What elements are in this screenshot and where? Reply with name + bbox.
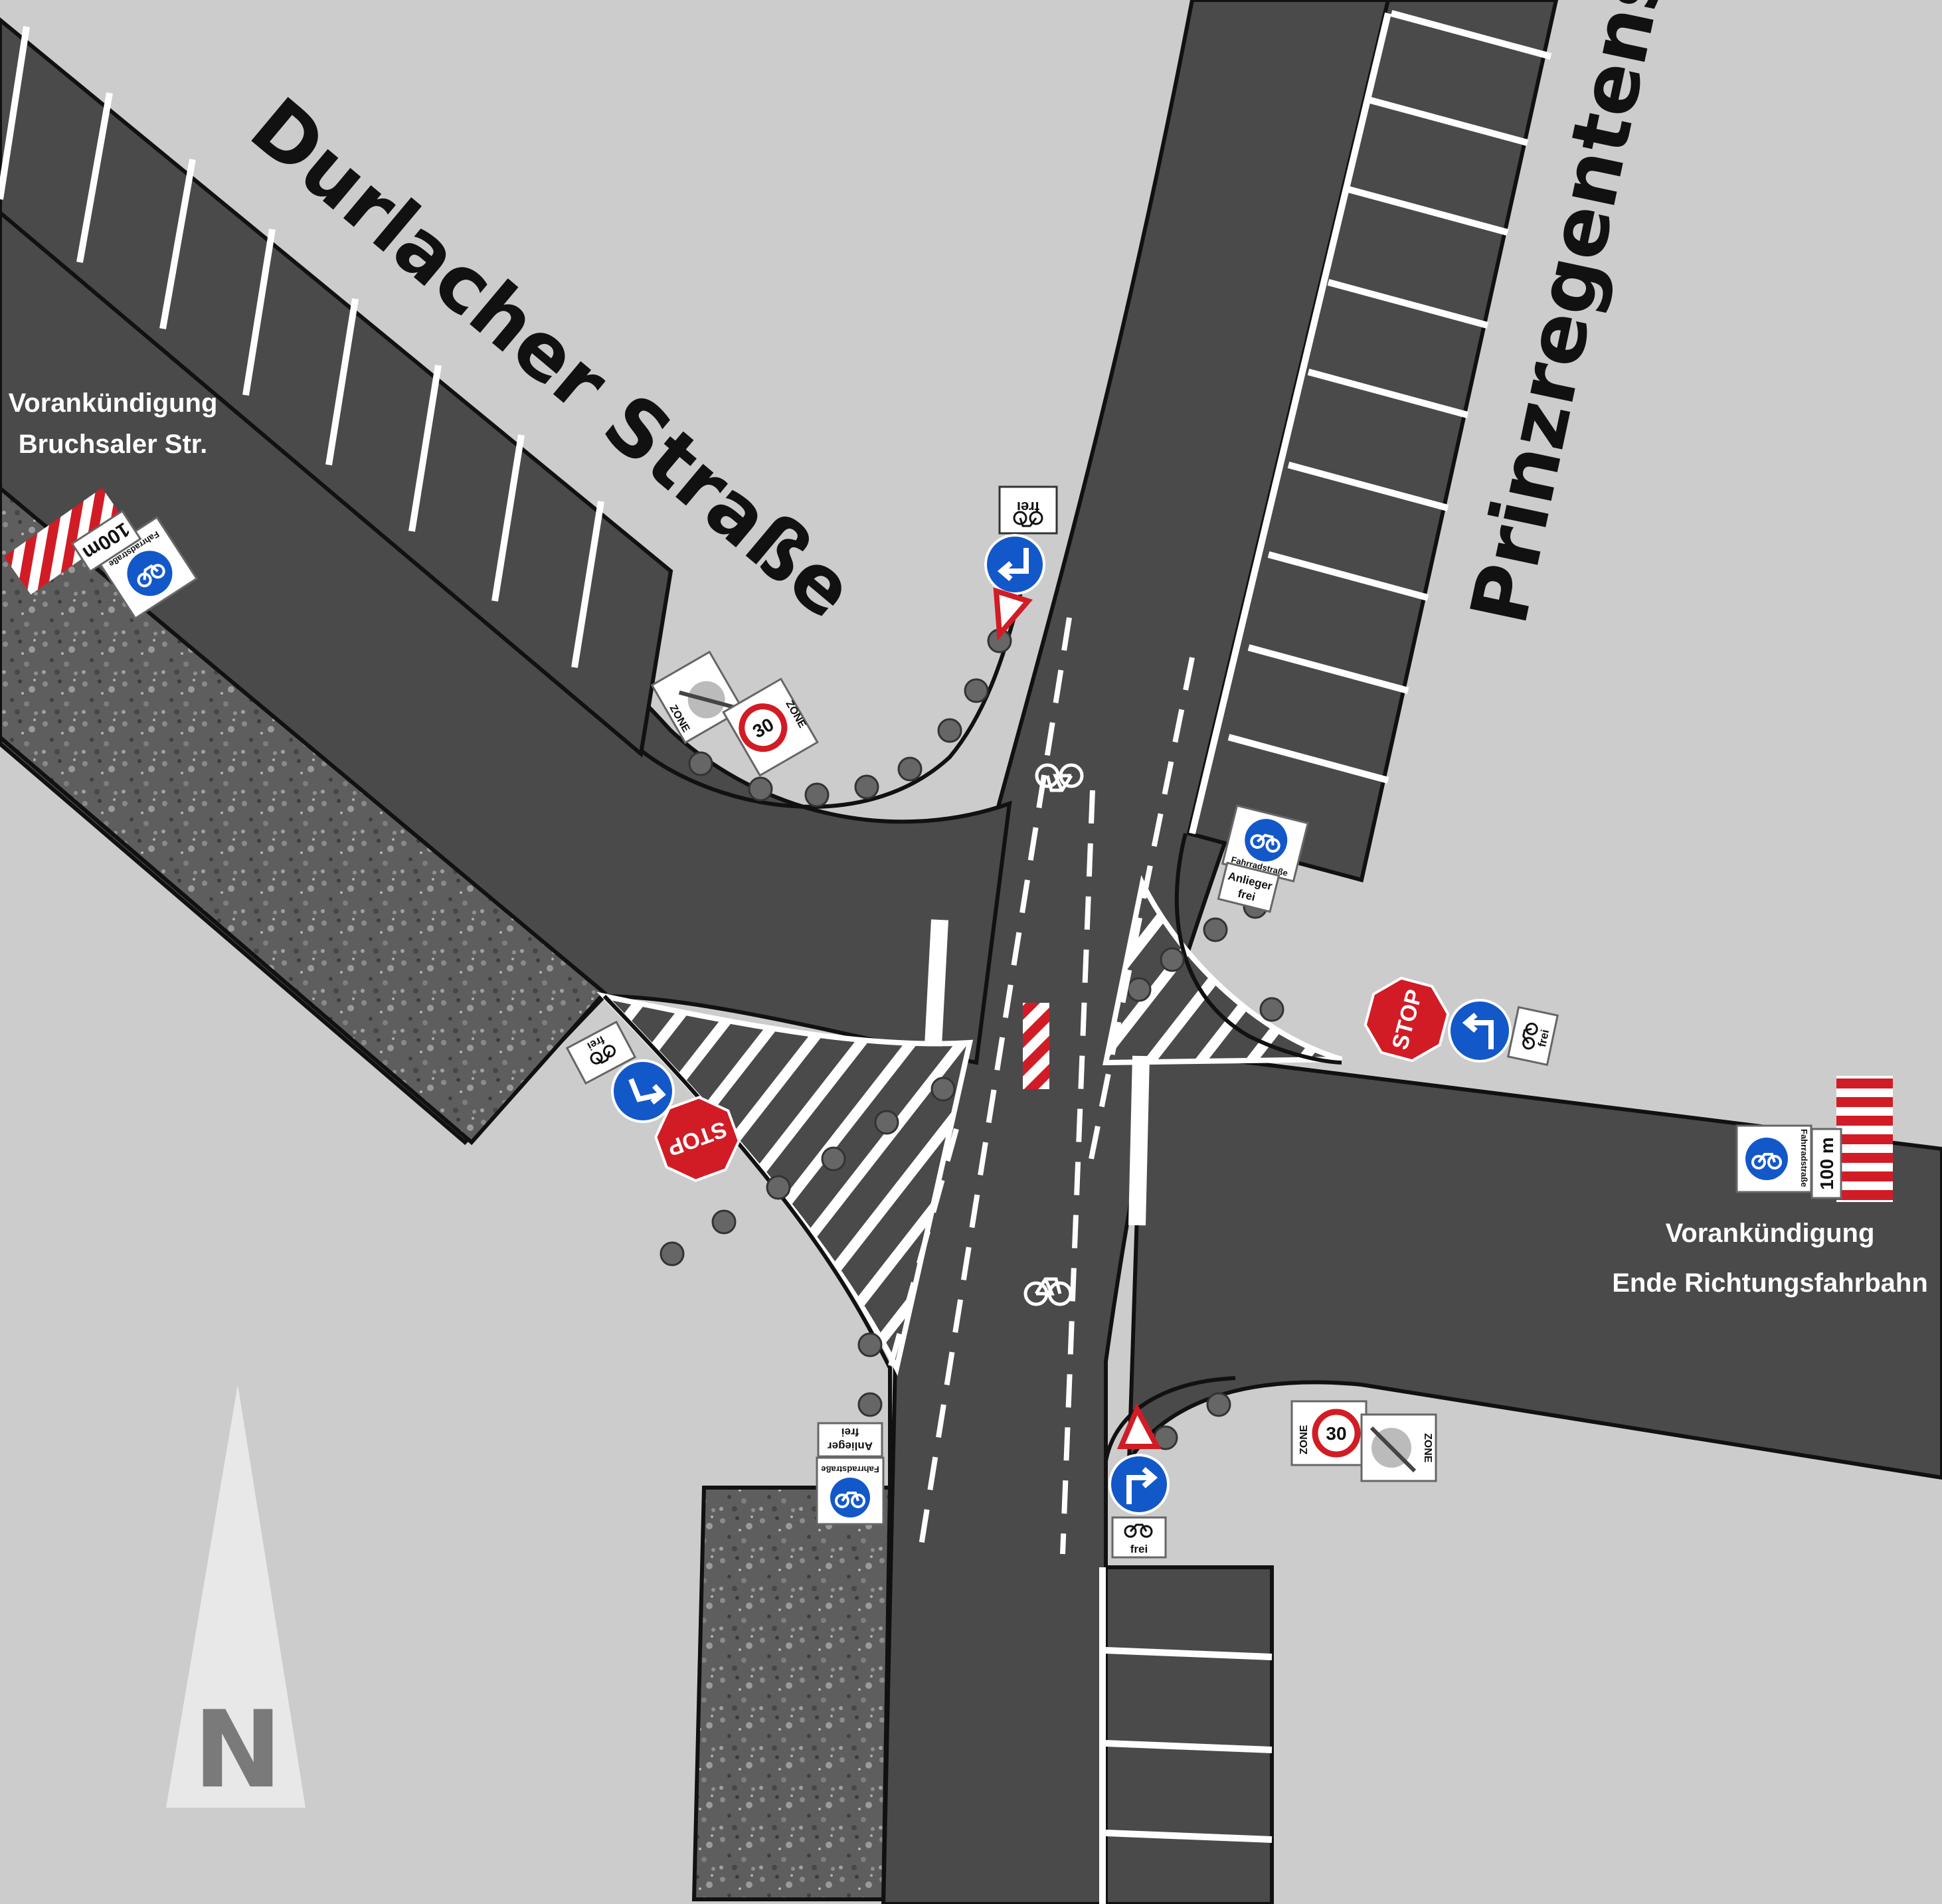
barrier-center [1023, 1003, 1049, 1089]
sign-anlieger-sw-line2: frei [841, 1426, 859, 1438]
gravel-northwest [0, 485, 608, 1146]
sign-stop-east: STOP [1364, 976, 1450, 1063]
gravel-southwest [691, 1486, 893, 1901]
parking-northeast [1186, 0, 1559, 883]
hatched-island-east [1103, 875, 1343, 1066]
sign-fahrradstrasse-sw-label: Fahrradstraße [821, 1464, 879, 1474]
sign-stop-west: STOP [654, 1096, 741, 1182]
sign-blue-turn-se [1108, 1454, 1170, 1515]
sign-blue-turn-west [611, 1059, 675, 1123]
note-bruchsaler-line1: Vorankündigung [9, 389, 218, 418]
sign-zone30-se: 30 ZONE [1290, 1400, 1368, 1466]
sign-anlieger-sw: Anlieger frei [817, 1422, 883, 1458]
note-ende-line2: Ende Richtungsfahrbahn [1612, 1268, 1928, 1298]
north-arrow: N [166, 1385, 306, 1812]
parking-northwest [0, 17, 673, 758]
sign-yield-se [1116, 1403, 1162, 1449]
sign-100m-east-label: 100 m [1816, 1137, 1837, 1189]
sign-zone30-se-label: ZONE [1298, 1425, 1310, 1454]
barrier-nw [4, 487, 129, 595]
sign-anlieger-ne: Anlieger frei [1217, 861, 1280, 913]
note-ende-line1: Vorankündigung [1666, 1219, 1875, 1248]
sign-fahrradstrasse-east-label: Fahrradstraße [1799, 1129, 1809, 1187]
sign-anlieger-sw-line1: Anlieger [828, 1440, 873, 1452]
road-markings [887, 617, 1195, 1555]
sign-frei-west: frei [565, 1020, 637, 1085]
bike-symbol-north [1035, 763, 1084, 792]
sign-blue-turn-east [1448, 999, 1512, 1063]
sign-frei-east: frei [1506, 1005, 1559, 1067]
bike-symbol-south [1023, 1277, 1073, 1306]
sign-group-north: frei [984, 485, 1058, 641]
sign-frei-se: frei [1111, 1516, 1167, 1559]
sign-zone-end-se-label: ZONE [1422, 1433, 1433, 1463]
sign-100m-east: 100 m [1810, 1128, 1842, 1199]
note-bruchsaler-line2: Bruchsaler Str. [19, 430, 208, 459]
barrier-east [1836, 1076, 1893, 1202]
sign-zone-end-nw: ZONE [650, 650, 745, 744]
sign-blue-turn-north [984, 534, 1045, 595]
sign-fahrradstrasse-east: Fahrradstraße [1735, 1124, 1812, 1193]
parking-southeast [1099, 1565, 1274, 1904]
sign-zone-end-se: ZONE [1360, 1413, 1437, 1482]
north-arrow-letter: N [193, 1688, 282, 1812]
sign-fahrradstrasse-sw: Fahrradstraße [816, 1456, 885, 1525]
north-arrow-shape [166, 1385, 306, 1808]
sign-frei-se-label: frei [1130, 1543, 1148, 1555]
sign-yield-north [993, 587, 1033, 641]
sign-zone30-se-speed: 30 [1326, 1423, 1346, 1444]
